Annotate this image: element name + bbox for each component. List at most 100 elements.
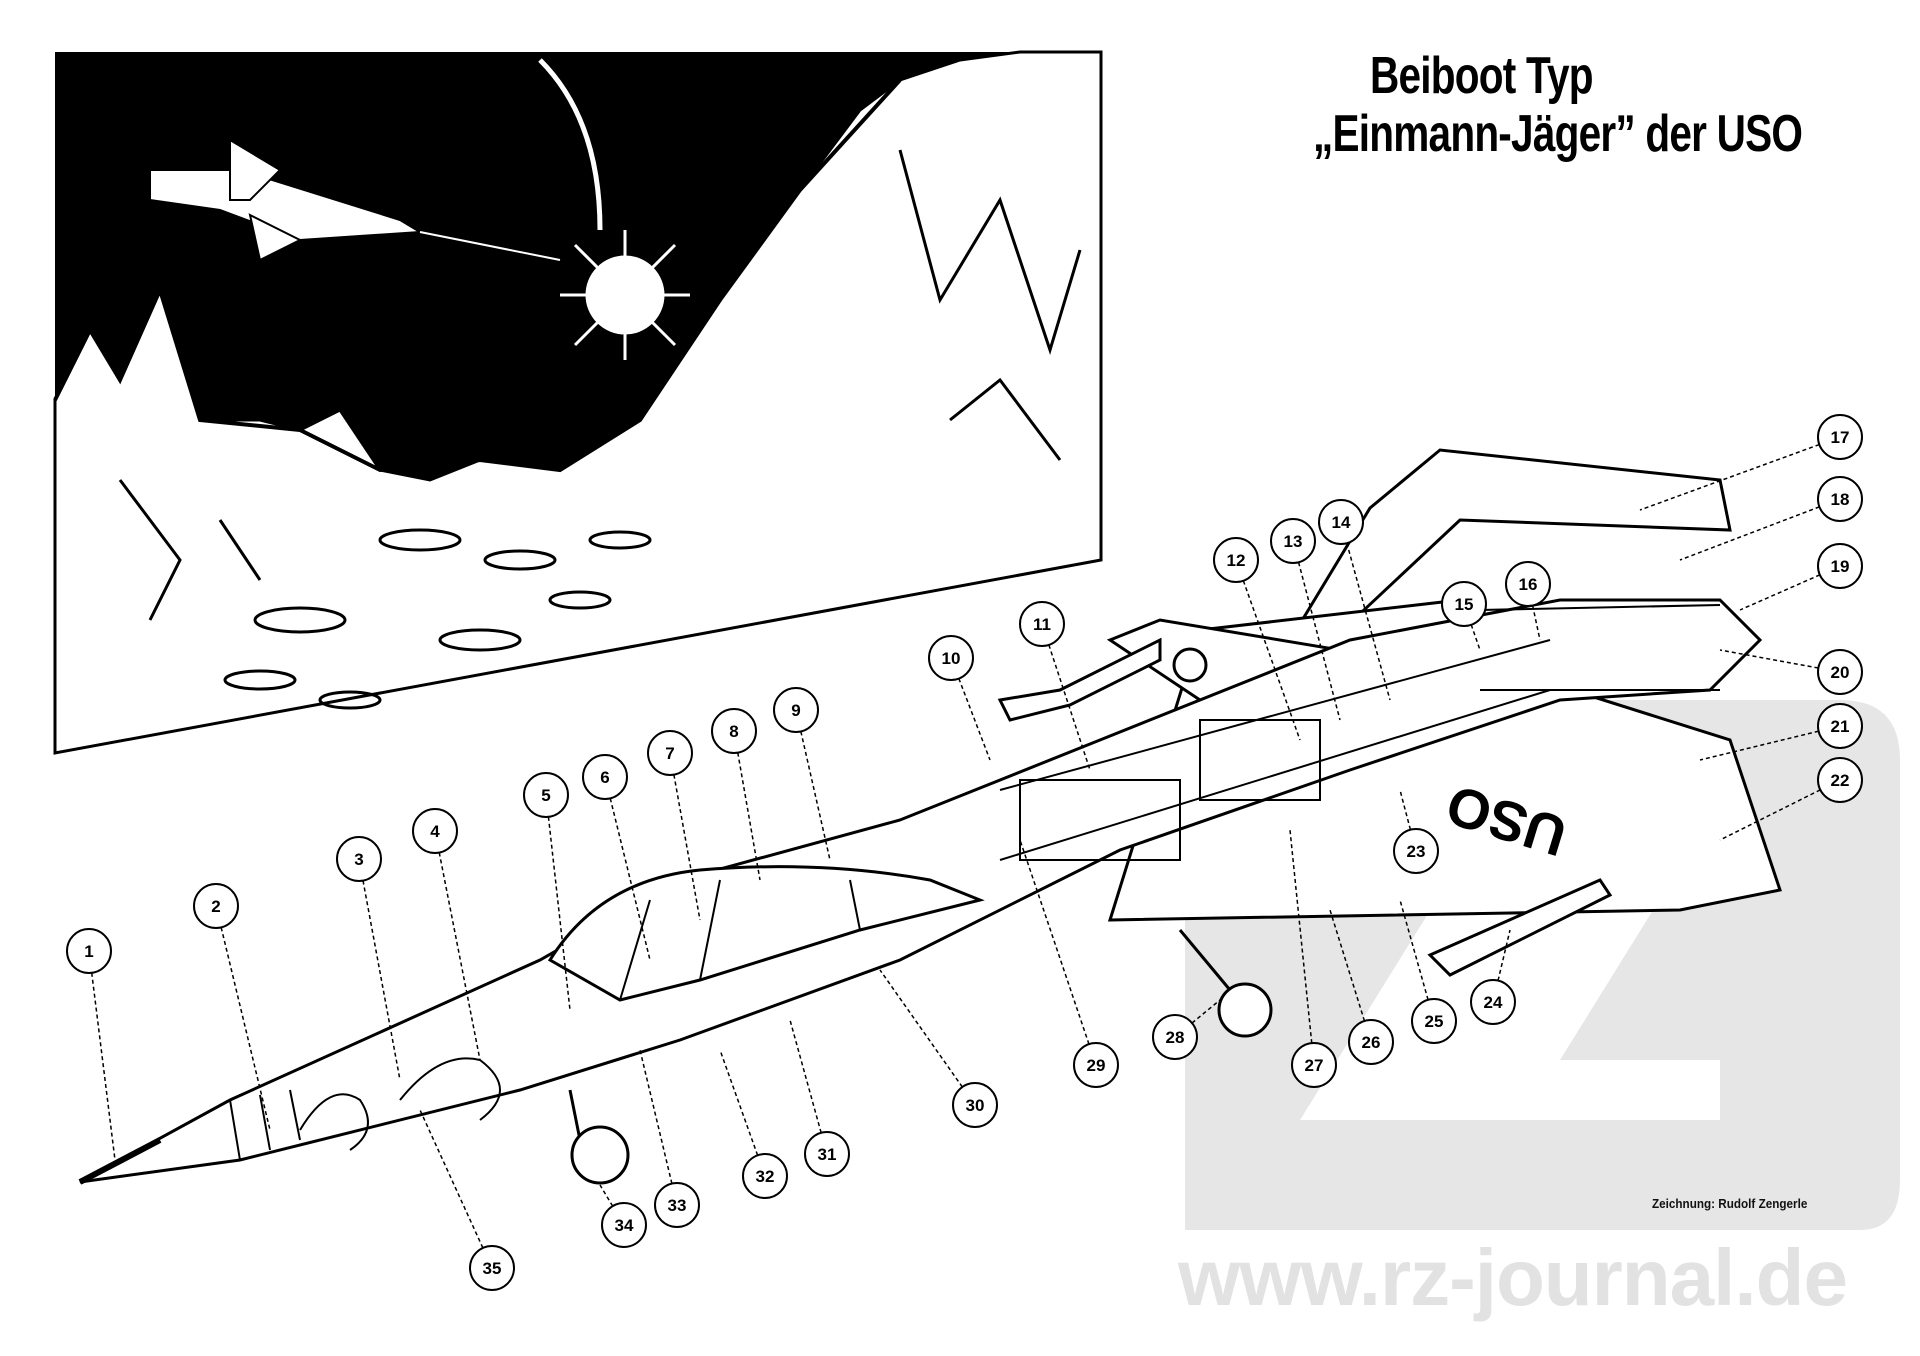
leader-line [1242, 580, 1301, 741]
callout-circle [1152, 1014, 1198, 1060]
callout-circle [1817, 476, 1863, 522]
callout-29: 29 [1019, 839, 1119, 1088]
leader-line [419, 1109, 484, 1249]
callout-15: 15 [1441, 581, 1487, 651]
callout-circle [66, 928, 112, 974]
leader-line [719, 1049, 759, 1156]
wing-missile [997, 637, 1613, 977]
callout-31: 31 [789, 1019, 850, 1177]
callout-circle [1817, 414, 1863, 460]
callout-circle [412, 808, 458, 854]
callout-number: 24 [1484, 993, 1503, 1012]
leader-line [1289, 829, 1313, 1044]
callout-circle [952, 1082, 998, 1128]
callout-30: 30 [879, 969, 998, 1128]
callout-number: 18 [1831, 490, 1850, 509]
leader-line [1719, 789, 1821, 841]
leader-line [800, 731, 831, 861]
callout-circle [742, 1153, 788, 1199]
callout-circle [928, 635, 974, 681]
callout-number: 27 [1305, 1056, 1324, 1075]
callout-25: 25 [1399, 899, 1457, 1044]
callout-number: 30 [966, 1096, 985, 1115]
leader-line [639, 1049, 673, 1184]
callout-3: 3 [336, 836, 401, 1081]
callout-20: 20 [1719, 649, 1863, 695]
callout-circle [1817, 649, 1863, 695]
callout-circle [1470, 979, 1516, 1025]
callout-21: 21 [1699, 703, 1863, 761]
leader-line [879, 969, 963, 1088]
callout-circle [1817, 757, 1863, 803]
callout-circle [773, 687, 819, 733]
leader-line [438, 852, 481, 1061]
callout-group: 1234567891011121314151617181920212223242… [66, 414, 1863, 1291]
callout-18: 18 [1679, 476, 1863, 561]
leader-line [1470, 624, 1481, 651]
callout-circle [1411, 998, 1457, 1044]
callout-7: 7 [647, 730, 701, 921]
callout-24: 24 [1470, 929, 1516, 1025]
leader-line [547, 816, 571, 1011]
callout-number: 23 [1407, 842, 1426, 861]
callout-number: 20 [1831, 663, 1850, 682]
callout-26: 26 [1329, 909, 1394, 1065]
canopy [547, 865, 985, 1002]
leader-line [90, 972, 116, 1161]
leader-line [1399, 899, 1429, 1001]
title-line-1: Beiboot Typ [1370, 47, 1594, 105]
callout-number: 10 [942, 649, 961, 668]
callout-number: 11 [1033, 615, 1051, 634]
pitot-probe [78, 1137, 162, 1185]
ship-in-scene [149, 138, 561, 262]
leader-line [1639, 443, 1820, 511]
callout-circle [1505, 561, 1551, 607]
callout-9: 9 [773, 687, 831, 861]
callout-circle [1817, 703, 1863, 749]
callout-number: 17 [1831, 428, 1850, 447]
callout-number: 19 [1831, 557, 1850, 576]
callout-number: 15 [1455, 595, 1474, 614]
callout-circle [1348, 1019, 1394, 1065]
callout-8: 8 [711, 708, 761, 881]
callout-16: 16 [1505, 561, 1551, 641]
callout-28: 28 [1152, 999, 1221, 1060]
callout-22: 22 [1719, 757, 1863, 841]
leader-line [673, 774, 701, 921]
callout-circle [582, 754, 628, 800]
callout-number: 9 [791, 701, 800, 720]
callout-number: 8 [729, 722, 738, 741]
callout-12: 12 [1213, 537, 1301, 741]
callout-circle [1019, 601, 1065, 647]
callout-number: 14 [1332, 513, 1351, 532]
callout-number: 21 [1831, 717, 1850, 736]
leader-line [1699, 730, 1819, 761]
watermark-url: www.rz-journal.de [1178, 1233, 1848, 1322]
callout-11: 11 [1019, 601, 1091, 771]
leader-line [1679, 506, 1820, 561]
callout-circle [1073, 1042, 1119, 1088]
leader-line [599, 1184, 614, 1207]
title-line-2: „Einmann-Jäger” der USO [1313, 105, 1803, 163]
callout-35: 35 [419, 1109, 515, 1291]
leader-line [789, 1019, 822, 1133]
callout-2: 2 [193, 883, 271, 1131]
callout-number: 2 [211, 897, 220, 916]
callout-number: 7 [665, 744, 674, 763]
callout-number: 29 [1087, 1056, 1106, 1075]
callout-13: 13 [1270, 518, 1341, 721]
callout-circle [1817, 543, 1863, 589]
callout-number: 4 [430, 822, 440, 841]
callout-number: 13 [1284, 532, 1303, 551]
callout-17: 17 [1639, 414, 1863, 511]
callout-circle [1318, 499, 1364, 545]
callout-number: 28 [1166, 1028, 1185, 1047]
callout-23: 23 [1393, 789, 1439, 874]
callout-10: 10 [928, 635, 991, 761]
callout-33: 33 [639, 1049, 700, 1228]
callout-34: 34 [599, 1184, 647, 1248]
leader-line [1497, 929, 1511, 981]
callout-1: 1 [66, 928, 116, 1161]
callout-number: 33 [668, 1196, 687, 1215]
callout-32: 32 [719, 1049, 788, 1199]
